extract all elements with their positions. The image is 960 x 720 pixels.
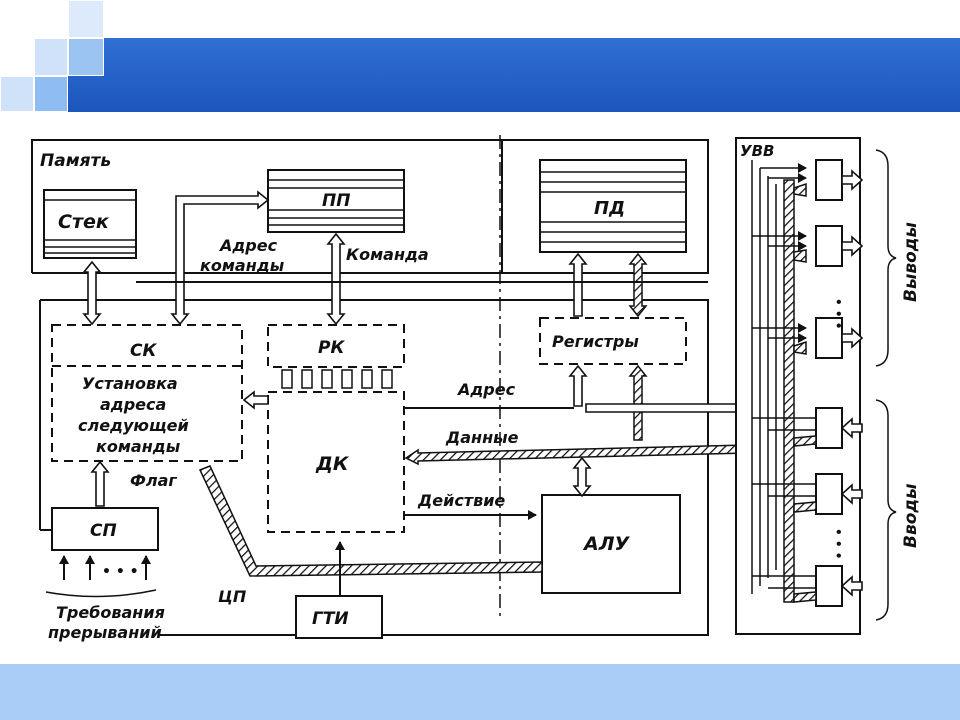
dk-label: ДК [315, 453, 350, 475]
alu-block: АЛУ [541, 494, 681, 594]
svg-text:Требования: Требования [56, 603, 165, 622]
gti-block: ГТИ [295, 595, 383, 639]
pd-label: ПД [594, 198, 625, 219]
address-command-label: Адрес команды [200, 236, 285, 275]
flag-label: Флаг [130, 471, 177, 490]
uvv-block: УВВ [735, 137, 864, 635]
footer-bar [0, 664, 960, 720]
rk-block: РК [267, 324, 405, 389]
outputs-label: Выводы [901, 222, 921, 302]
sp-block: СП [51, 507, 159, 551]
svg-text:Адрес: Адрес [218, 236, 278, 255]
outputs-bracket: Выводы [875, 149, 921, 367]
action-label: Действие [417, 491, 505, 510]
bus-arrows [82, 190, 648, 507]
pp-label: ПП [322, 191, 350, 211]
registers-block: Регистры [539, 317, 687, 365]
memory-label: Память [40, 151, 111, 171]
svg-text:прерываний: прерываний [48, 623, 162, 642]
uvv-label: УВВ [740, 142, 774, 160]
gti-label: ГТИ [312, 609, 349, 629]
svg-text:следующей: следующей [78, 416, 189, 435]
data-bus [404, 443, 791, 466]
memory-region [31, 139, 709, 274]
svg-text:команды: команды [96, 437, 181, 456]
address-label: Адрес [456, 380, 516, 399]
interrupts-label: Требования прерываний [48, 603, 165, 642]
cp-label: ЦП [218, 587, 247, 606]
inputs-label: Вводы [901, 484, 921, 549]
svg-text:Установка: Установка [82, 374, 178, 393]
data-label: Данные [445, 428, 519, 447]
sk-block: СК Установка адреса следующей команды [51, 324, 243, 462]
header-bar [68, 38, 960, 112]
cpu-region [39, 299, 709, 636]
svg-text:адреса: адреса [100, 395, 166, 414]
command-label: Команда [346, 245, 429, 264]
program-memory-block: ПП [267, 169, 405, 233]
interrupt-dots: • • • [102, 564, 139, 580]
uvv-output-dots: • • • [831, 298, 845, 329]
sp-label: СП [90, 521, 117, 541]
registers-label: Регистры [552, 332, 639, 351]
cp-hatched-path [198, 465, 543, 577]
interrupt-arrows [45, 555, 157, 598]
corner-squares-decoration [0, 0, 110, 115]
stack-block: Стек [43, 189, 137, 259]
inputs-bracket: Вводы [875, 399, 921, 621]
uvv-input-dots: • • • [831, 528, 845, 559]
alu-label: АЛУ [582, 533, 630, 555]
data-memory-block: ПД [539, 159, 687, 253]
rk-label: РК [318, 338, 345, 358]
dk-block: ДК [267, 391, 405, 533]
svg-text:команды: команды [200, 256, 285, 275]
sk-label: СК [130, 341, 157, 361]
stack-label: Стек [58, 211, 110, 233]
